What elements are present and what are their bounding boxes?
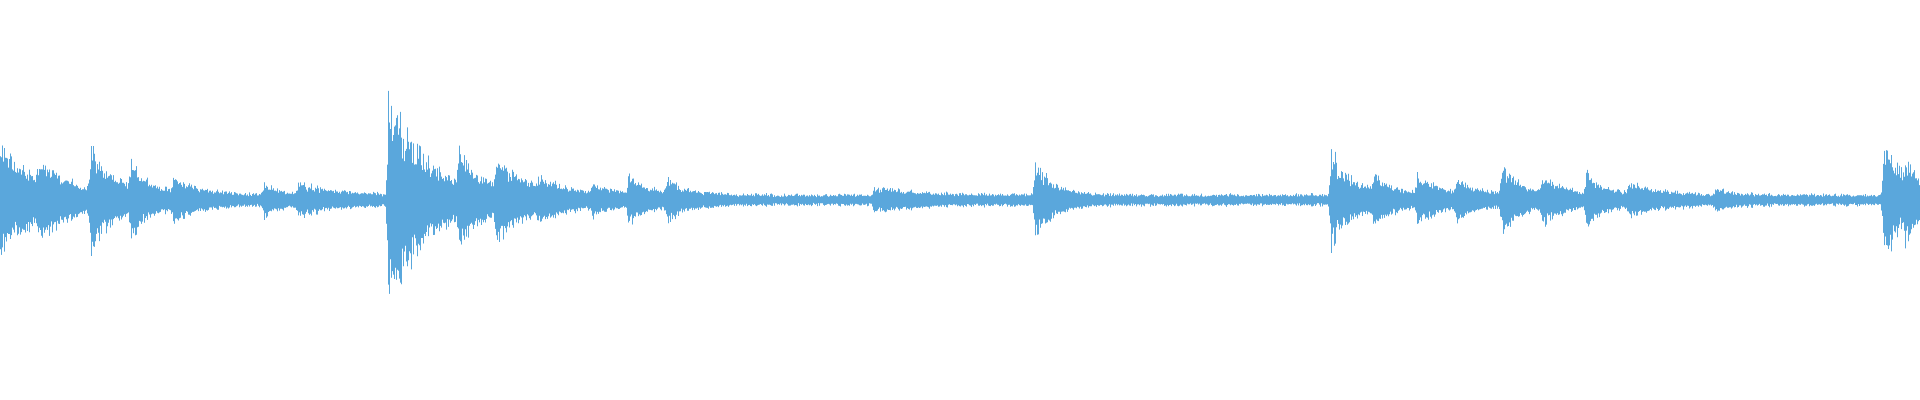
waveform-path bbox=[0, 90, 1920, 294]
